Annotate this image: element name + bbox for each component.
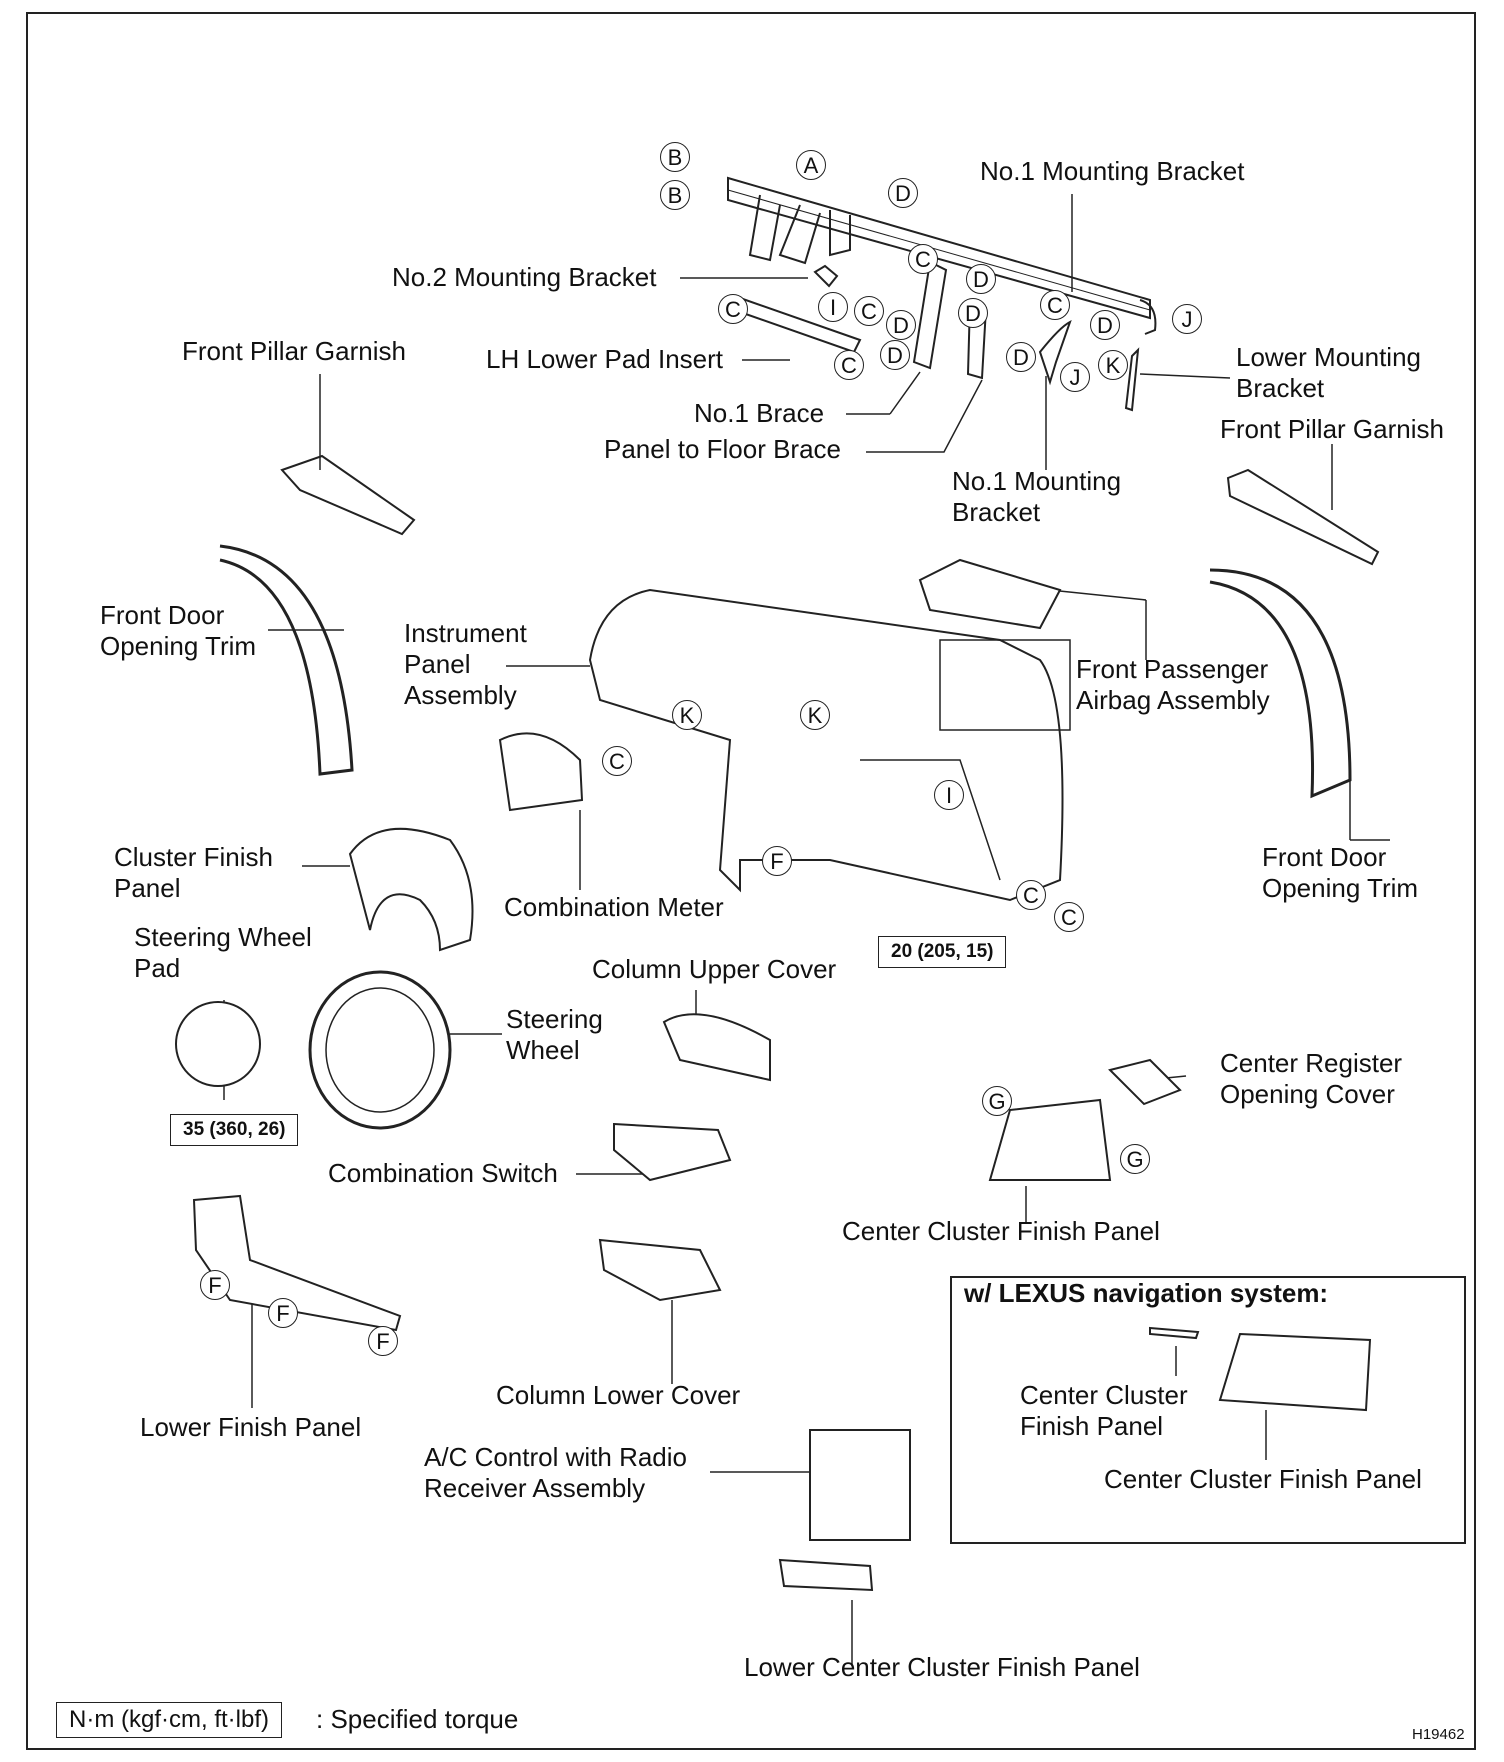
callout-d: D	[880, 340, 910, 370]
instrument-panel-part	[588, 588, 1064, 902]
lower-mounting-bracket	[1124, 347, 1140, 412]
label-front-door-opening-trim-right: Front Door Opening Trim	[1262, 842, 1419, 903]
column-upper-cover-part	[662, 1013, 771, 1082]
nav-center-cluster-small-part	[1149, 1326, 1200, 1340]
lower-center-cluster-part	[778, 1558, 874, 1592]
lower-finish-panel-part	[192, 1194, 402, 1332]
callout-c: C	[1016, 880, 1046, 910]
label-ac-control-radio: A/C Control with Radio Receiver Assembly	[424, 1442, 687, 1503]
reinforcement-beam	[727, 176, 1157, 335]
torque-box-dash: 20 (205, 15)	[878, 936, 1007, 968]
callout-d: D	[966, 264, 996, 294]
callout-f: F	[762, 846, 792, 876]
nav-system-box	[950, 1276, 1466, 1544]
label-center-register-cover: Center Register Opening Cover	[1220, 1048, 1403, 1109]
label-column-upper-cover: Column Upper Cover	[592, 954, 837, 984]
label-lower-mounting-bracket: Lower Mounting Bracket	[1236, 342, 1421, 403]
torque-legend-box: N·m (kgf·cm, ft·lbf)	[56, 1702, 282, 1738]
label-panel-to-floor-brace: Panel to Floor Brace	[604, 434, 842, 464]
cluster-finish-panel-part	[348, 827, 474, 952]
label-steering-wheel: Steering Wheel	[506, 1004, 603, 1065]
combination-meter-part	[498, 732, 584, 812]
nav-center-cluster-part	[1218, 1332, 1372, 1412]
callout-d: D	[1006, 342, 1036, 372]
label-combination-meter: Combination Meter	[504, 892, 724, 922]
callout-d: D	[1090, 310, 1120, 340]
no1-brace	[912, 260, 948, 370]
label-nav-center-cluster-small: Center Cluster Finish Panel	[1020, 1380, 1188, 1441]
callout-b: B	[660, 142, 690, 172]
front-pillar-garnish-right-part	[1226, 468, 1380, 566]
label-combination-switch: Combination Switch	[328, 1158, 558, 1188]
label-front-pillar-garnish-left: Front Pillar Garnish	[182, 336, 406, 366]
callout-d: D	[958, 298, 988, 328]
label-lh-lower-pad-insert: LH Lower Pad Insert	[486, 344, 724, 374]
steering-wheel-part	[308, 970, 452, 1130]
front-pillar-garnish-left-part	[280, 454, 416, 536]
torque-box-wheel: 35 (360, 26)	[170, 1114, 299, 1146]
front-passenger-airbag-part	[918, 558, 1062, 630]
callout-d: D	[888, 178, 918, 208]
label-no1-mounting-bracket-top: No.1 Mounting Bracket	[980, 156, 1245, 186]
front-door-opening-trim-left-part	[219, 544, 354, 776]
callout-i: I	[934, 780, 964, 810]
callout-c: C	[854, 296, 884, 326]
torque-legend-text: : Specified torque	[316, 1704, 519, 1734]
label-nav-center-cluster: Center Cluster Finish Panel	[1104, 1464, 1422, 1494]
center-cluster-finish-panel-part	[988, 1098, 1112, 1181]
no1-mounting-bracket-lower	[1038, 320, 1072, 386]
callout-d: D	[886, 310, 916, 340]
leader-lines	[223, 194, 1390, 1666]
label-lower-center-cluster: Lower Center Cluster Finish Panel	[744, 1652, 1140, 1682]
airbag-door-outline	[939, 639, 1071, 731]
no2-mounting-bracket	[813, 264, 839, 288]
callout-a: A	[796, 150, 826, 180]
label-cluster-finish-panel: Cluster Finish Panel	[114, 842, 273, 903]
label-center-cluster-finish-panel: Center Cluster Finish Panel	[842, 1216, 1160, 1246]
callout-g: G	[982, 1086, 1012, 1116]
label-front-passenger-airbag: Front Passenger Airbag Assembly	[1076, 654, 1270, 715]
callout-k: K	[672, 700, 702, 730]
callout-f: F	[368, 1326, 398, 1356]
callout-g: G	[1120, 1144, 1150, 1174]
ac-control-radio-part	[809, 1429, 911, 1541]
steering-wheel-pad-part	[175, 1001, 261, 1087]
label-no1-mounting-bracket-mid: No.1 Mounting Bracket	[952, 466, 1122, 527]
combination-switch-part	[613, 1122, 732, 1182]
callout-c: C	[834, 350, 864, 380]
callout-j: J	[1060, 362, 1090, 392]
label-steering-wheel-pad: Steering Wheel Pad	[134, 922, 312, 983]
label-lower-finish-panel: Lower Finish Panel	[140, 1412, 362, 1442]
callout-c: C	[1040, 290, 1070, 320]
callout-k: K	[1098, 350, 1128, 380]
callout-i: I	[818, 292, 848, 322]
callout-c: C	[908, 244, 938, 274]
callout-f: F	[200, 1270, 230, 1300]
column-lower-cover-part	[598, 1238, 722, 1302]
label-front-door-opening-trim-left: Front Door Opening Trim	[100, 600, 257, 661]
label-no2-mounting-bracket: No.2 Mounting Bracket	[392, 262, 657, 292]
front-door-opening-trim-right-part	[1209, 568, 1352, 799]
center-register-cover-part	[1108, 1058, 1182, 1106]
nav-system-title: w/ LEXUS navigation system:	[964, 1278, 1329, 1308]
label-instrument-panel-assembly: Instrument Panel Assembly	[404, 618, 527, 710]
callout-f: F	[268, 1298, 298, 1328]
label-column-lower-cover: Column Lower Cover	[496, 1380, 741, 1410]
label-front-pillar-garnish-right: Front Pillar Garnish	[1220, 414, 1444, 444]
diagram-frame	[26, 12, 1476, 1750]
callout-c: C	[718, 294, 748, 324]
callout-c: C	[602, 746, 632, 776]
callout-k: K	[800, 700, 830, 730]
figure-id: H19462	[1412, 1726, 1465, 1743]
callout-b: B	[660, 180, 690, 210]
callout-c: C	[1054, 902, 1084, 932]
callout-j: J	[1172, 304, 1202, 334]
label-no1-brace: No.1 Brace	[694, 398, 825, 428]
